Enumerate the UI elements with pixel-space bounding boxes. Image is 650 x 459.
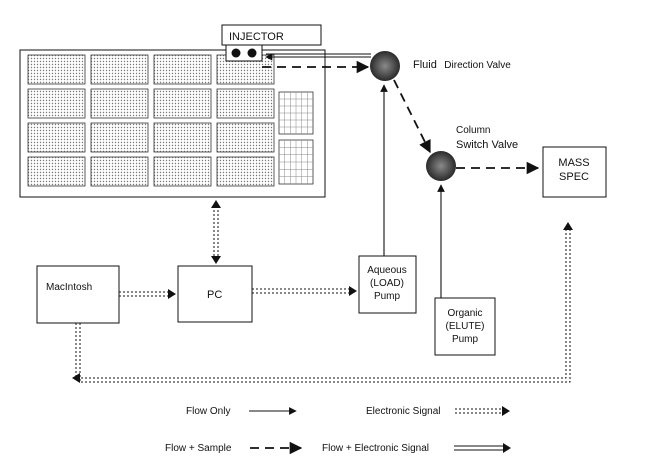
sample-plate bbox=[153, 156, 212, 187]
aqueous-label-3: Pump bbox=[374, 291, 401, 302]
legend-flow-only-label: Flow Only bbox=[186, 406, 230, 417]
sample-plates bbox=[27, 54, 314, 187]
sample-plate bbox=[153, 88, 212, 119]
column-valve-label-2: Switch Valve bbox=[456, 139, 518, 151]
electronic-signal-arrowheads bbox=[72, 200, 573, 383]
aqueous-label-1: Aqueous bbox=[367, 265, 406, 276]
legend-flow-sample-label: Flow + Sample bbox=[165, 443, 232, 454]
macintosh-label: MacIntosh bbox=[46, 282, 92, 293]
organic-label-1: Organic bbox=[447, 308, 482, 319]
valve-to-column-line bbox=[393, 79, 431, 154]
legend-electronic-line bbox=[455, 406, 510, 416]
injector-port-icon bbox=[231, 48, 241, 58]
pc-label: PC bbox=[207, 289, 222, 301]
fluid-direction-valve-label: Fluid Direction Valve bbox=[413, 55, 511, 72]
sample-plate bbox=[27, 156, 86, 187]
sample-plate bbox=[153, 54, 212, 85]
sample-plate bbox=[90, 54, 149, 85]
injector-label: INJECTOR bbox=[229, 31, 284, 43]
column-valve-label-1: Column bbox=[456, 125, 490, 136]
valve-to-injector-line bbox=[265, 53, 371, 61]
sample-plate bbox=[216, 88, 275, 119]
organic-elute-pump: Organic (ELUTE) Pump bbox=[434, 297, 496, 356]
injector: INJECTOR bbox=[221, 24, 322, 62]
sample-plate bbox=[27, 88, 86, 119]
sample-plate bbox=[90, 122, 149, 153]
sample-plate bbox=[90, 88, 149, 119]
legend-flow-electronic-line bbox=[454, 443, 511, 453]
legend-flow-electronic-label: Flow + Electronic Signal bbox=[322, 443, 429, 454]
sample-plate bbox=[216, 122, 275, 153]
organic-label-3: Pump bbox=[452, 334, 479, 345]
autosampler-tray bbox=[19, 49, 326, 198]
pc-computer: PC bbox=[177, 265, 253, 323]
sample-plate bbox=[153, 122, 212, 153]
legend: Flow Only Electronic Signal Flow + Sampl… bbox=[165, 406, 511, 455]
macintosh-computer: MacIntosh bbox=[36, 265, 120, 324]
sample-plate bbox=[27, 122, 86, 153]
column-switch-valve bbox=[426, 151, 456, 181]
sample-plate bbox=[27, 54, 86, 85]
fluid-direction-valve bbox=[370, 51, 400, 81]
injector-port-icon bbox=[247, 48, 257, 58]
sample-plate bbox=[216, 156, 275, 187]
mass-spec: MASS SPEC bbox=[542, 146, 607, 198]
mass-spec-label-2: SPEC bbox=[559, 171, 589, 183]
sample-plate bbox=[90, 156, 149, 187]
organic-label-2: (ELUTE) bbox=[446, 321, 485, 332]
aqueous-load-pump: Aqueous (LOAD) Pump bbox=[358, 255, 417, 314]
legend-electronic-label: Electronic Signal bbox=[366, 406, 440, 417]
mass-spec-label-1: MASS bbox=[558, 157, 589, 169]
electronic-signal-lines bbox=[75, 206, 571, 383]
aqueous-label-2: (LOAD) bbox=[370, 278, 404, 289]
